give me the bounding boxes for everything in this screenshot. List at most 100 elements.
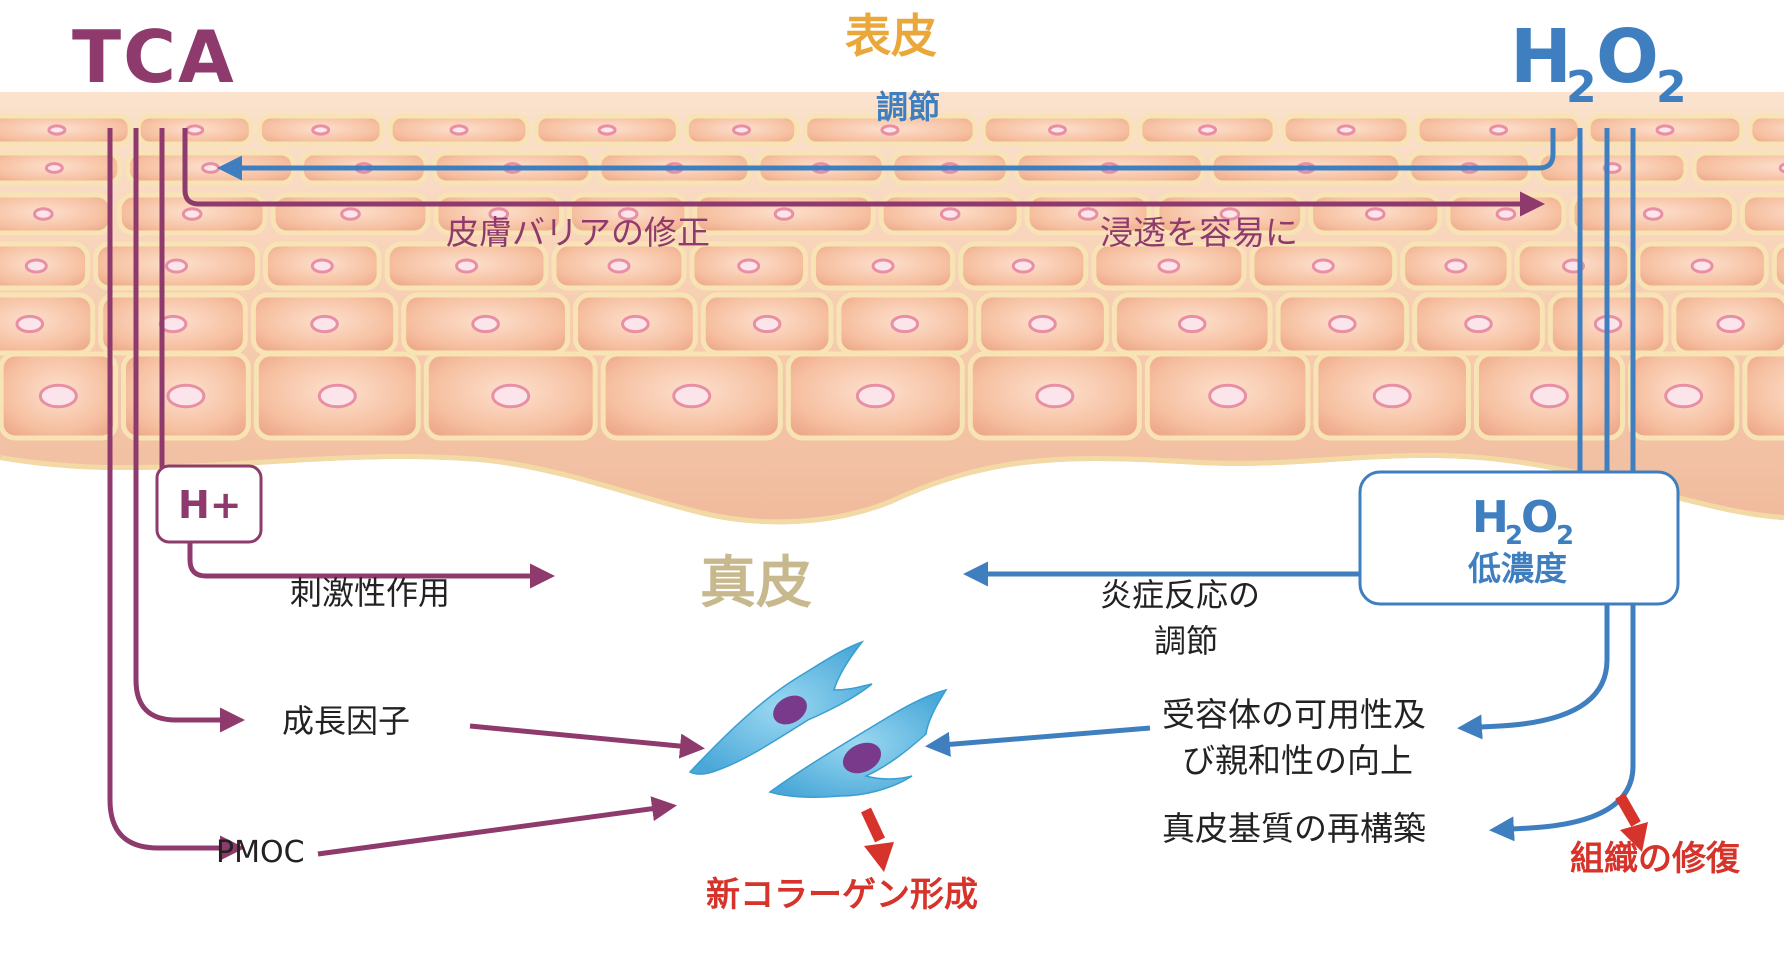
h2o2-title-sub2: 2 bbox=[1656, 62, 1687, 113]
tissue-arrow-head bbox=[1620, 822, 1648, 852]
low-conc-label: 低濃度 bbox=[1468, 549, 1567, 588]
cell-nucleus bbox=[471, 314, 500, 334]
cell-nucleus bbox=[1011, 258, 1035, 274]
cell-nucleus bbox=[871, 258, 895, 274]
cell-nucleus bbox=[310, 258, 334, 274]
cell-nucleus bbox=[44, 162, 64, 174]
tca-growth-line bbox=[133, 128, 245, 733]
cell-nucleus bbox=[449, 124, 469, 136]
cell-nucleus bbox=[311, 124, 331, 136]
receptor-to-cell-arrow bbox=[925, 725, 1151, 757]
cell-nucleus bbox=[181, 207, 203, 221]
cell-nucleus bbox=[1444, 258, 1468, 274]
epidermal-cell bbox=[0, 192, 114, 236]
cell-nucleus bbox=[164, 258, 188, 274]
matrix-label: 真皮基質の再構築 bbox=[1162, 809, 1426, 848]
h2o2-title-h: H bbox=[1510, 14, 1572, 100]
epidermis-layer bbox=[0, 90, 1784, 525]
tca-title: TCA bbox=[72, 15, 236, 99]
cell-nucleus bbox=[185, 124, 205, 136]
low-conc-h: H bbox=[1472, 492, 1509, 543]
cell-nucleus bbox=[1177, 314, 1207, 334]
cell-nucleus bbox=[1048, 124, 1068, 136]
cell-nucleus bbox=[1655, 124, 1675, 136]
h2o2-title: H 2 O 2 bbox=[1510, 14, 1687, 113]
cell-nucleus bbox=[1464, 314, 1493, 334]
barrier-arrow bbox=[182, 128, 1545, 217]
cell-nucleus bbox=[617, 207, 639, 221]
cell-nucleus bbox=[672, 383, 712, 409]
cell-nucleus bbox=[732, 124, 752, 136]
cell-nucleus bbox=[1198, 124, 1218, 136]
h-plus-box: H+ bbox=[155, 464, 263, 544]
cell-nucleus bbox=[855, 383, 895, 409]
dermis-label: 真皮 bbox=[700, 551, 812, 616]
cell-nucleus bbox=[491, 383, 531, 409]
epidermal-cell bbox=[1742, 351, 1784, 441]
cell-nucleus bbox=[15, 314, 45, 334]
cell-nucleus bbox=[33, 207, 54, 221]
header-background bbox=[0, 0, 1784, 92]
cell-nucleus bbox=[1642, 207, 1664, 221]
growth-factor-label: 成長因子 bbox=[282, 702, 410, 740]
collagen-arrow-head bbox=[864, 842, 894, 872]
h2o2-title-o: O bbox=[1596, 14, 1659, 100]
low-concentration-box: H 2 O 2 低濃度 bbox=[1358, 470, 1680, 606]
cell-nucleus bbox=[166, 383, 206, 409]
cell-nucleus bbox=[1372, 383, 1412, 409]
receptor-label-line1: 受容体の可用性及 bbox=[1162, 695, 1426, 734]
epidermal-cell bbox=[1739, 192, 1784, 236]
cell-nucleus bbox=[1219, 207, 1241, 221]
cell-nucleus bbox=[24, 258, 48, 274]
fibroblast-upper bbox=[688, 640, 873, 775]
cell-nucleus bbox=[752, 314, 782, 334]
epidermal-cell bbox=[0, 292, 96, 356]
cell-nucleus bbox=[1035, 383, 1075, 409]
cell-nucleus bbox=[1489, 124, 1509, 136]
cell-nucleus bbox=[1716, 314, 1745, 334]
cell-nucleus bbox=[310, 314, 339, 334]
tissue-label: 組織の修復 bbox=[1570, 839, 1741, 879]
cell-nucleus bbox=[455, 258, 479, 274]
cell-nucleus bbox=[1778, 162, 1784, 174]
epidermal-cell bbox=[1747, 113, 1784, 147]
cell-nucleus bbox=[737, 258, 761, 274]
low-conc-sub1: 2 bbox=[1505, 521, 1523, 551]
cell-nucleus bbox=[1328, 314, 1357, 334]
h2o2-title-sub1: 2 bbox=[1566, 62, 1597, 113]
low-conc-sub2: 2 bbox=[1556, 521, 1574, 551]
matrix-arrow bbox=[1489, 604, 1636, 842]
cell-nucleus bbox=[1690, 258, 1714, 274]
cell-nucleus bbox=[340, 207, 361, 221]
cell-nucleus bbox=[1495, 207, 1517, 221]
irritation-label: 刺激性作用 bbox=[290, 574, 450, 612]
cell-nucleus bbox=[317, 383, 357, 409]
cell-nucleus bbox=[1529, 383, 1569, 409]
regulation-arrow bbox=[217, 128, 1556, 181]
h-plus-label: H+ bbox=[178, 483, 242, 527]
barrier-label: 皮膚バリアの修正 bbox=[446, 213, 710, 252]
low-conc-o: O bbox=[1521, 492, 1558, 543]
cell-nucleus bbox=[47, 124, 67, 136]
cell-nucleus bbox=[621, 314, 650, 334]
cell-nucleus bbox=[1028, 314, 1057, 334]
inflammation-label-line1: 炎症反応の bbox=[1100, 576, 1260, 614]
receptor-arrow bbox=[1457, 604, 1610, 740]
cell-nucleus bbox=[939, 207, 961, 221]
pmoc-to-cell-arrow bbox=[317, 796, 677, 857]
cell-nucleus bbox=[1311, 258, 1335, 274]
epidermal-cell bbox=[1691, 150, 1784, 186]
receptor-label-line2: び親和性の向上 bbox=[1182, 741, 1413, 780]
tissue-arrow-shaft bbox=[1615, 793, 1641, 827]
cell-nucleus bbox=[1157, 258, 1181, 274]
irritation-arrow bbox=[187, 542, 555, 589]
cell-nucleus bbox=[1336, 124, 1356, 136]
pmoc-label: PMOC bbox=[216, 835, 305, 870]
regulation-label: 調節 bbox=[876, 88, 940, 126]
cell-nucleus bbox=[607, 258, 631, 274]
cell-nucleus bbox=[1077, 207, 1099, 221]
cell-nucleus bbox=[597, 124, 617, 136]
cell-nucleus bbox=[773, 207, 795, 221]
